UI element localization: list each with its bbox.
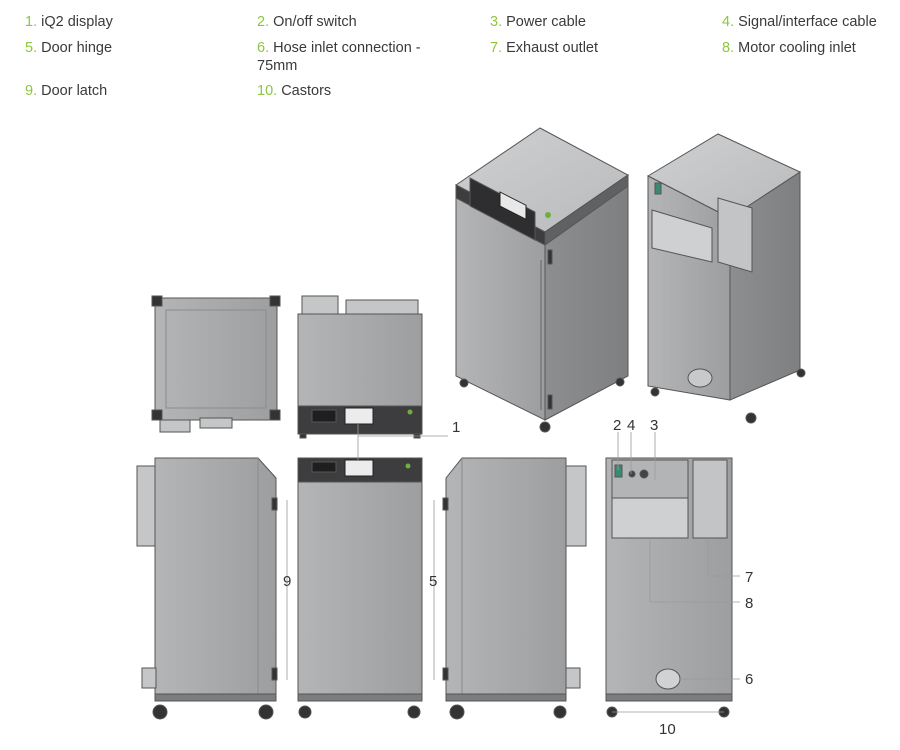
legend: 1. iQ2 display 2. On/off switch 3. Power… [0, 0, 900, 110]
callout-2: 2 [613, 417, 621, 434]
top-view [151, 295, 281, 433]
rear-elevation [605, 457, 733, 718]
legend-item-9: 9. Door latch [25, 83, 108, 99]
side-view-right [442, 457, 587, 720]
callout-3: 3 [650, 417, 658, 434]
callout-6: 6 [745, 671, 753, 688]
legend-item-8: 8. Motor cooling inlet [722, 40, 856, 56]
iso-front-view [455, 127, 629, 433]
legend-item-5: 5. Door hinge [25, 40, 113, 56]
leader-lines [286, 424, 740, 713]
callout-5: 5 [429, 573, 437, 590]
callout-7: 7 [745, 569, 753, 586]
callout-9: 9 [283, 573, 291, 590]
iso-rear-view [646, 133, 806, 424]
callout-8: 8 [745, 595, 753, 612]
callout-1: 1 [452, 419, 460, 436]
legend-item-7: 7. Exhaust outlet [490, 40, 599, 56]
legend-item-4: 4. Signal/interface cable [722, 14, 877, 30]
side-view-left [136, 457, 278, 720]
callouts: 1 2 4 3 9 5 7 8 6 10 [283, 417, 753, 738]
legend-item-6: 6. Hose inlet connection - 75mm [257, 40, 421, 74]
legend-item-10: 10. Castors [257, 83, 332, 99]
legend-item-3: 3. Power cable [490, 14, 586, 30]
front-elevation [297, 457, 423, 719]
front-elevation-upper [297, 295, 423, 439]
callout-4: 4 [627, 417, 635, 434]
callout-10: 10 [659, 721, 676, 738]
legend-item-2: 2. On/off switch [257, 14, 357, 30]
legend-item-1: 1. iQ2 display [25, 14, 113, 30]
